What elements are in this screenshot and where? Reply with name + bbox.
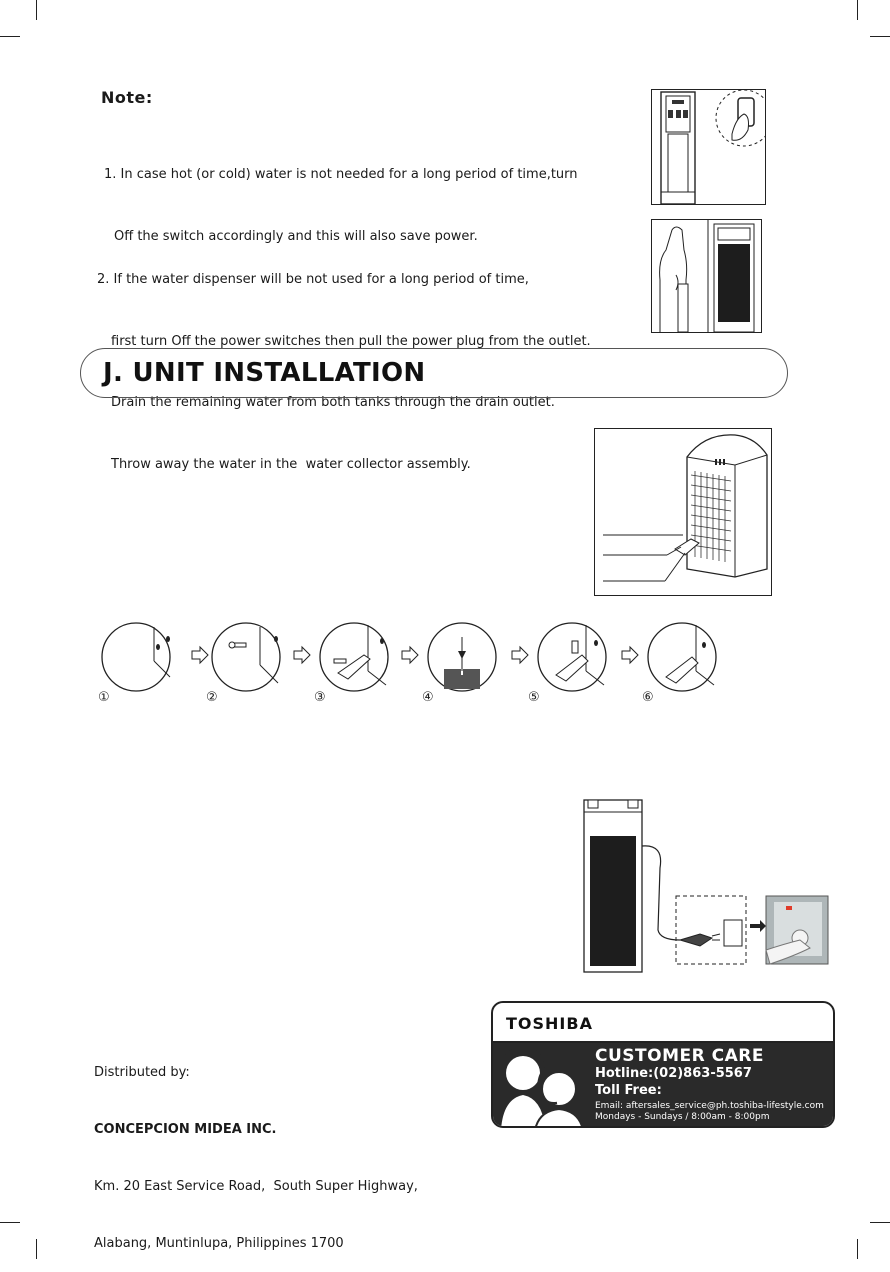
hotline-number: Hotline:(02)863-5567	[595, 1066, 752, 1081]
step-label: ⑤	[528, 690, 540, 705]
note-item-1-line-1: 1. In case hot (or cold) water is not ne…	[104, 167, 578, 182]
distributor-company: CONCEPCION MIDEA INC.	[94, 1122, 277, 1137]
note-item-2-line-4: Throw away the water in the water collec…	[111, 456, 471, 472]
note-title: Note:	[101, 88, 153, 107]
installation-figure	[594, 428, 772, 596]
step-label: ①	[98, 690, 110, 705]
installation-steps: ① ② ③ ④ ⑤ ⑥	[98, 615, 728, 705]
note-item-1-line-2: Off the switch accordingly and this will…	[114, 228, 478, 244]
step-label: ②	[206, 690, 218, 705]
note-item-2-line-3: Drain the remaining water from both tank…	[111, 395, 555, 410]
customer-care-header	[493, 1003, 833, 1043]
customer-care-panel: CUSTOMER CARE Hotline:(02)863-5567 Toll …	[493, 1043, 833, 1126]
power-connection-figure	[580, 798, 830, 974]
step-label: ③	[314, 690, 326, 705]
distributor-address-line-1: Km. 20 East Service Road, South Super Hi…	[94, 1179, 418, 1194]
crop-mark	[0, 1222, 20, 1223]
step-label: ④	[422, 690, 434, 705]
distributor-label: Distributed by:	[94, 1065, 190, 1080]
power-switch-figure	[651, 89, 773, 205]
support-agents-icon	[501, 1046, 583, 1126]
crop-mark	[0, 36, 20, 37]
toll-free-label: Toll Free:	[595, 1083, 662, 1098]
customer-care-title: CUSTOMER CARE	[595, 1046, 764, 1066]
crop-mark	[857, 1239, 858, 1259]
distributor-info: Distributed by: CONCEPCION MIDEA INC. Km…	[94, 1025, 418, 1272]
brand-logo: TOSHIBA	[506, 1014, 593, 1033]
section-header: J. UNIT INSTALLATION	[80, 348, 788, 398]
section-title: J. UNIT INSTALLATION	[103, 358, 426, 388]
distributor-address-line-2: Alabang, Muntinlupa, Philippines 1700	[94, 1236, 344, 1251]
steps-diagram: ① ② ③ ④ ⑤ ⑥	[98, 622, 717, 705]
support-hours: Mondays - Sundays / 8:00am - 8:00pm	[595, 1112, 770, 1122]
drain-figure	[651, 219, 762, 333]
note-item-2-line-2: first turn Off the power switches then p…	[111, 333, 591, 349]
crop-mark	[870, 36, 890, 37]
crop-mark	[36, 1239, 37, 1259]
note-item-2: 2. If the water dispenser will be not us…	[97, 229, 591, 496]
crop-mark	[870, 1222, 890, 1223]
note-item-2-line-1: 2. If the water dispenser will be not us…	[97, 272, 529, 287]
crop-mark	[857, 0, 858, 20]
note-item-1: 1. In case hot (or cold) water is not ne…	[104, 124, 578, 268]
crop-mark	[36, 0, 37, 20]
customer-care-card: TOSHIBA CUSTOMER CARE Hotline:(02)863-55…	[491, 1001, 835, 1128]
step-label: ⑥	[642, 690, 654, 705]
support-email: Email: aftersales_service@ph.toshiba-lif…	[595, 1101, 824, 1111]
